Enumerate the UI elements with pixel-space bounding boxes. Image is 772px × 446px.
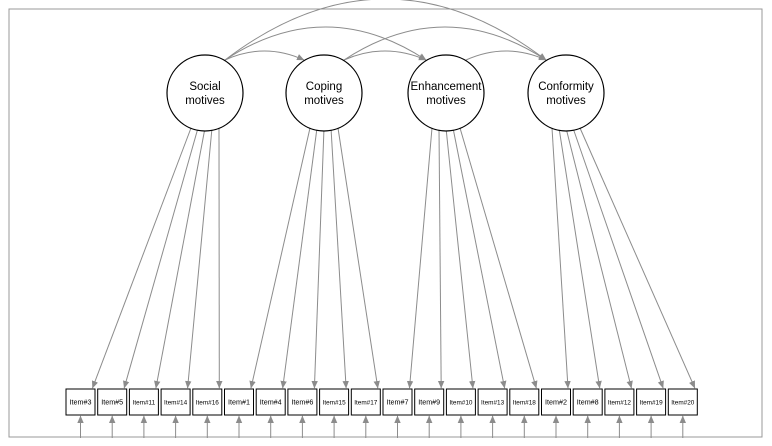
indicator-label: Item#1 [228, 398, 250, 407]
indicator-box: Item#16 [192, 388, 223, 416]
loading-arrow [185, 127, 213, 389]
covariance-arc [336, 26, 547, 67]
indicator-label: Item#2 [545, 398, 567, 407]
factor-label: Enhancement [411, 81, 483, 93]
indicator-box: Item#11 [128, 388, 159, 416]
indicator-box: Item#3 [65, 388, 96, 416]
loading-arrow [459, 127, 538, 389]
indicator-label: Item#19 [640, 400, 664, 407]
indicator-label: Item#11 [133, 400, 156, 407]
latent-factor-coping: Coping motives [285, 54, 363, 132]
covariance-arc [458, 50, 547, 66]
loading-arrow [551, 127, 571, 389]
indicator-label: Item#20 [671, 400, 695, 407]
latent-factor-social: Social motives [166, 54, 244, 132]
loading-arrow [249, 127, 311, 389]
factor-label: motives [546, 95, 586, 107]
loading-arrow [572, 127, 664, 389]
indicator-label: Item#12 [608, 400, 632, 407]
factor-label: motives [185, 95, 225, 107]
loading-arrow [406, 127, 433, 389]
indicator-label: Item#3 [70, 398, 92, 407]
latent-factor-conformity: Conformity motives [527, 54, 605, 132]
indicator-label: Item#18 [513, 400, 537, 407]
indicator-box: Item#4 [255, 388, 286, 416]
indicator-box: Item#20 [667, 388, 698, 416]
loading-arrow [558, 127, 602, 389]
loading-arrow [565, 127, 633, 389]
indicator-box: Item#2 [541, 388, 571, 416]
indicator-box: Item#13 [477, 388, 508, 416]
indicator-label: Item#13 [481, 400, 505, 407]
indicator-box: Item#8 [572, 388, 603, 416]
indicator-label: Item#5 [101, 398, 123, 407]
loading-arrow [579, 127, 696, 389]
indicator-box: Item#17 [350, 388, 381, 416]
indicator-label: Item#15 [323, 400, 347, 407]
factor-label: motives [426, 95, 466, 107]
loading-arrow [91, 127, 192, 389]
indicator-box: Item#5 [97, 388, 128, 416]
indicator-label: Item#16 [196, 400, 220, 407]
factor-label: Conformity [538, 81, 594, 93]
error-arrows [77, 415, 686, 438]
loading-arrow [154, 127, 206, 389]
loading-arrow [280, 127, 318, 389]
latent-factors: Social motives Coping motives Enhancement mot… [166, 54, 605, 132]
latent-factor-enhancement: Enhancement motives [407, 54, 485, 132]
loading-arrow [311, 127, 325, 389]
loading-arrow [452, 127, 507, 389]
indicator-box: Item#9 [414, 388, 445, 416]
indicator-label: Item#7 [387, 398, 409, 407]
covariance-arc [217, 0, 547, 67]
indicator-label: Item#6 [291, 398, 313, 407]
indicator-box: Item#1 [224, 388, 254, 416]
indicator-box: Item#14 [160, 388, 191, 416]
indicator-label: Item#10 [449, 400, 473, 407]
indicator-label: Item#17 [354, 400, 378, 407]
factor-label: Social [189, 81, 220, 93]
loading-arrow [437, 127, 445, 389]
indicator-label: Item#9 [418, 398, 440, 407]
indicator-label: Item#14 [164, 400, 188, 407]
factor-label: Coping [306, 81, 342, 93]
loading-arrow [445, 127, 476, 389]
covariance-arc [217, 26, 427, 67]
indicator-box: Item#18 [509, 388, 540, 416]
loading-arrow [123, 127, 199, 389]
indicator-box: Item#15 [319, 388, 350, 416]
indicator-boxes: Item#3 Item#5 Item#11 Item#14 Item#16 Item#1 I… [65, 388, 698, 416]
loading-arrow [330, 127, 349, 389]
indicator-box: Item#19 [636, 388, 667, 416]
loading-arrow [337, 127, 380, 389]
indicator-box: Item#10 [445, 388, 476, 416]
indicator-box: Item#12 [604, 388, 635, 416]
indicator-box: Item#6 [287, 388, 318, 416]
indicator-label: Item#4 [260, 398, 282, 407]
diagram-frame [8, 8, 763, 438]
indicator-label: Item#8 [577, 398, 599, 407]
indicator-box: Item#7 [382, 388, 413, 416]
covariance-arcs [217, 0, 547, 67]
factor-label: motives [304, 95, 344, 107]
factor-loadings [91, 127, 696, 389]
